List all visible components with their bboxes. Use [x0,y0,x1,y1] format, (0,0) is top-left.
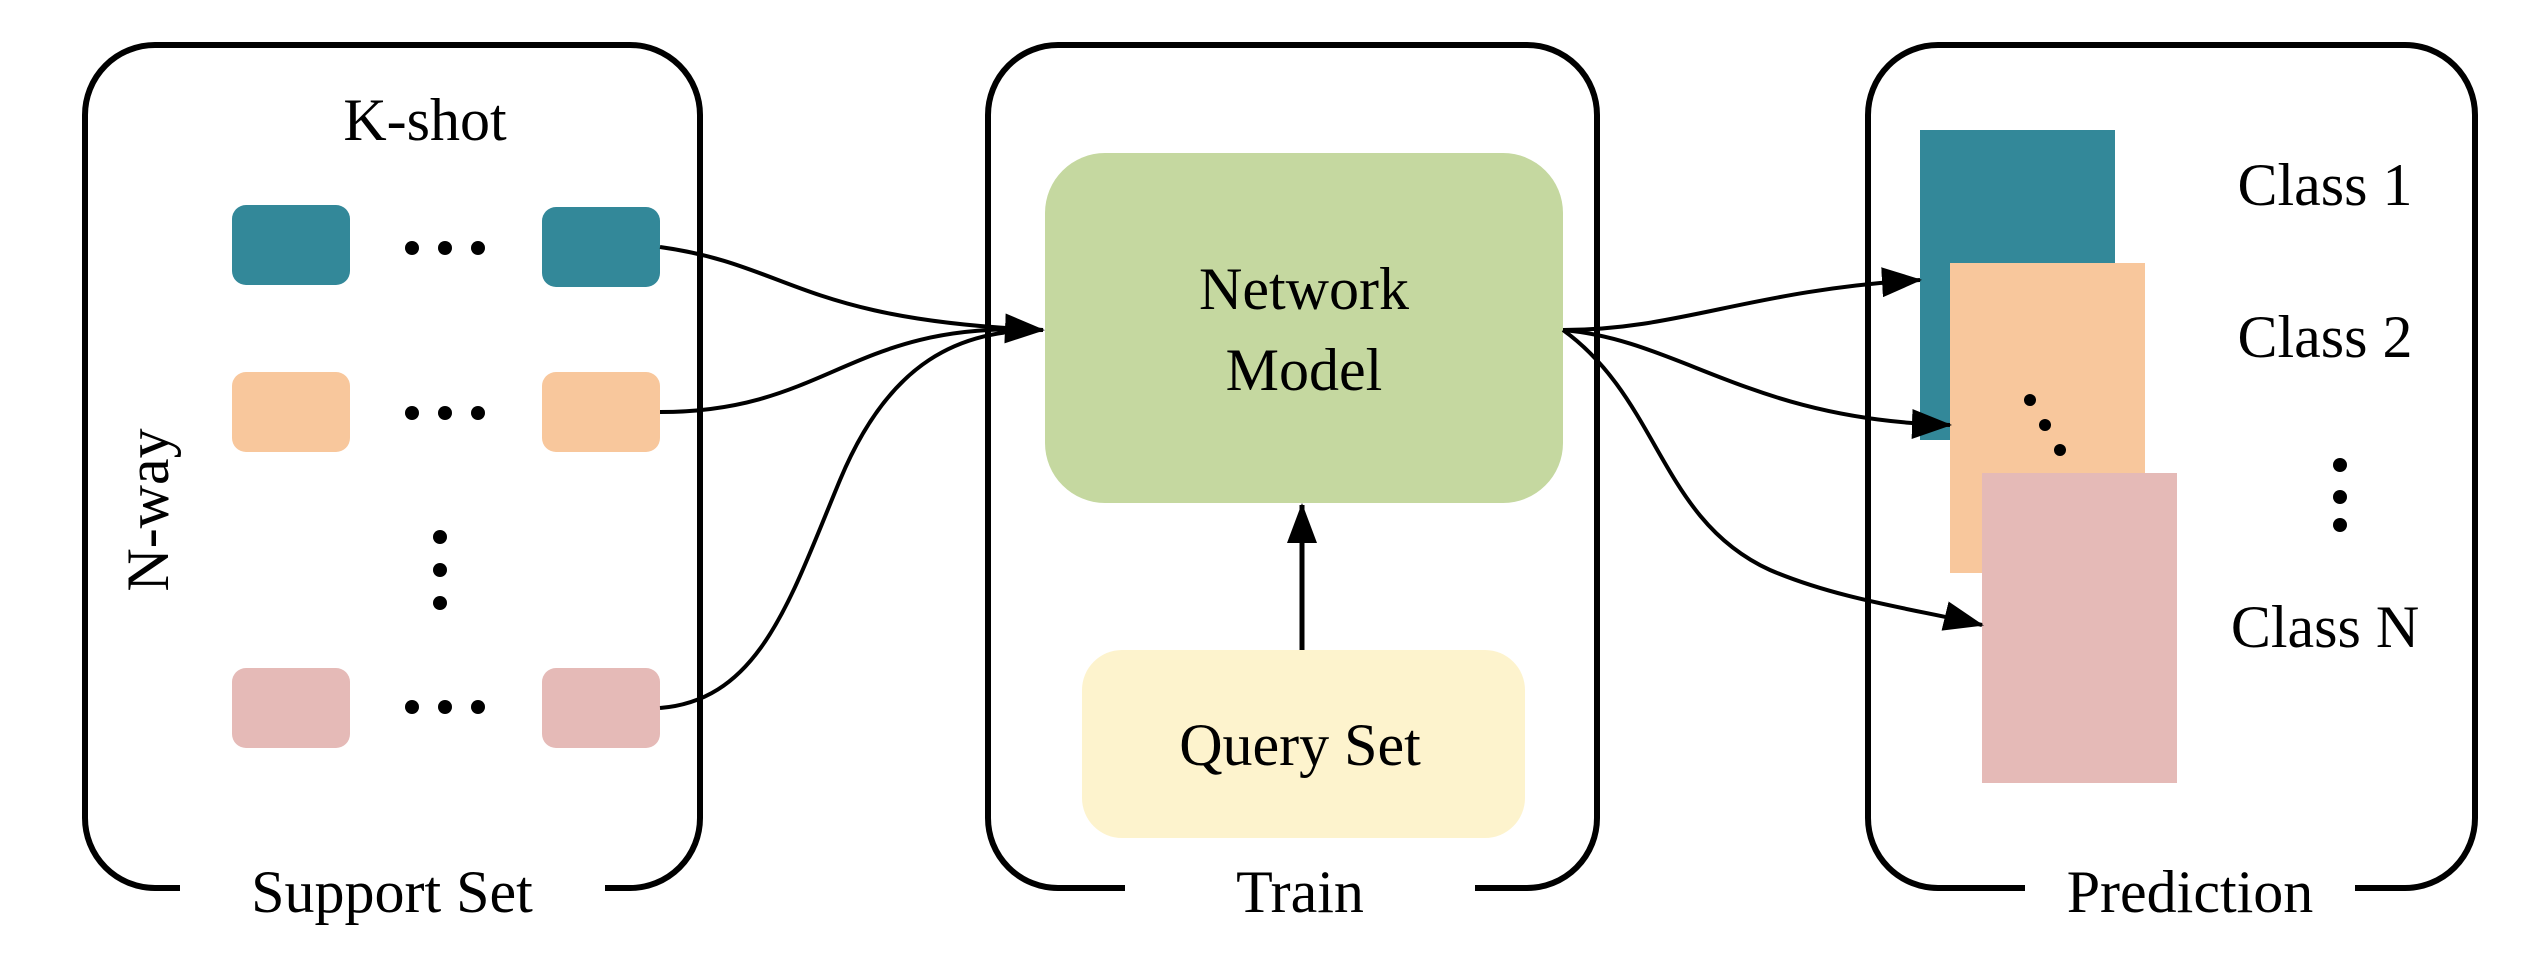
network-model-box [1045,153,1563,503]
network-model-label-line2: Model [1226,337,1383,403]
arrow-row1-to-model [659,245,1045,344]
horizontal-ellipsis-row1 [405,241,485,255]
class-n-card [1982,473,2177,783]
query-set-box [1082,650,1525,838]
network-model-label-line1: Network [1199,256,1409,322]
arrow-model-to-class1 [1562,267,1922,332]
horizontal-ellipsis-rowN [405,700,485,714]
support-sample-row1-last [542,207,660,287]
support-to-model-arrows [659,245,1045,710]
arrow-model-to-class2 [1562,328,1952,440]
train-panel: Train Network Model Query Set [985,42,1600,925]
horizontal-ellipsis-row2 [405,406,485,420]
support-sample-row2-last [542,372,660,452]
prediction-panel: Prediction Class 1 Class 2 Class N [1865,42,2478,925]
n-way-label: N-way [115,428,181,591]
vertical-ellipsis-rows [433,530,447,610]
class-1-label: Class 1 [2237,152,2412,218]
prediction-frame [1865,42,2478,891]
support-sample-row1-first [232,205,350,285]
arrow-model-to-classN [1561,328,1984,631]
k-shot-label: K-shot [343,87,507,153]
support-sample-row2-first [232,372,350,452]
support-sample-rowN-first [232,668,350,748]
class-list-ellipsis [2333,458,2347,532]
support-set-frame [82,42,703,891]
arrow-row2-to-model [659,327,1044,414]
support-sample-rowN-last [542,668,660,748]
train-frame [985,42,1600,891]
arrow-rowN-to-model [659,328,1044,710]
support-set-panel: Support Set K-shot N-way [82,42,703,925]
card-ellipsis [2024,394,2066,456]
class-n-label: Class N [2231,594,2419,660]
query-set-label: Query Set [1179,712,1421,778]
train-title: Train [1236,859,1364,925]
model-to-prediction-arrows [1561,267,1984,631]
support-set-title: Support Set [251,859,533,925]
prediction-title: Prediction [2067,859,2314,925]
class-2-label: Class 2 [2237,304,2412,370]
